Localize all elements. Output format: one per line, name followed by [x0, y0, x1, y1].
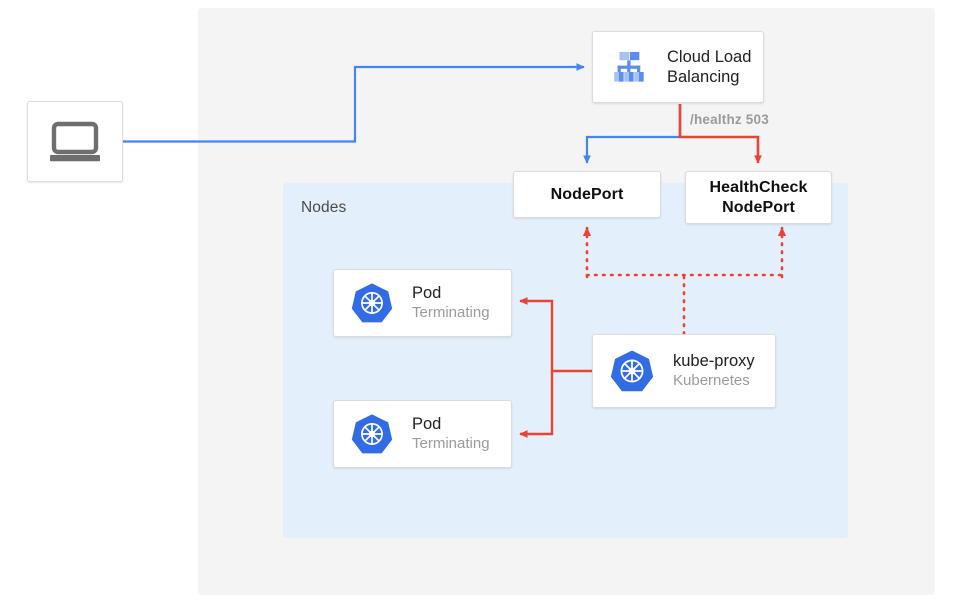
pod-terminating-1-sublabel: Terminating [412, 304, 490, 322]
client-laptop-box[interactable] [27, 101, 123, 182]
kube-proxy-sublabel: Kubernetes [673, 372, 750, 390]
pod-terminating-2-sublabel: Terminating [412, 435, 490, 453]
pod-terminating-1-box[interactable]: Pod Terminating [333, 269, 512, 337]
healthcheck-nodeport-label-line2: NodePort [722, 198, 795, 216]
kube-proxy-box[interactable]: kube-proxy Kubernetes [592, 334, 776, 408]
kubernetes-icon [350, 281, 394, 325]
pod-terminating-2-labels: Pod Terminating [412, 414, 490, 454]
pod-terminating-2-label: Pod [412, 415, 442, 434]
cloud-load-balancing-icon [609, 47, 649, 87]
laptop-icon [47, 120, 103, 164]
nodeport-label: NodePort [550, 185, 624, 203]
pod-terminating-1-labels: Pod Terminating [412, 283, 490, 323]
healthcheck-nodeport-labels: HealthCheck NodePort [709, 178, 807, 218]
kube-proxy-labels: kube-proxy Kubernetes [673, 351, 755, 391]
healthcheck-nodeport-label-line1: HealthCheck [709, 178, 808, 196]
cloud-load-balancing-labels: Cloud Load Balancing [667, 47, 751, 87]
kubernetes-icon [350, 412, 394, 456]
cloud-load-balancing-label-line2: Balancing [667, 68, 740, 86]
kubernetes-icon [609, 348, 655, 394]
nodeport-box[interactable]: NodePort [513, 171, 661, 218]
kube-proxy-label: kube-proxy [673, 352, 755, 371]
cloud-load-balancing-label-line1: Cloud Load [667, 47, 752, 66]
cloud-load-balancing-box[interactable]: Cloud Load Balancing [592, 31, 764, 103]
healthcheck-nodeport-box[interactable]: HealthCheck NodePort [685, 171, 832, 224]
healthz-edge-label: /healthz 503 [690, 112, 769, 127]
nodes-region-label: Nodes [301, 199, 347, 216]
pod-terminating-2-box[interactable]: Pod Terminating [333, 400, 512, 468]
pod-terminating-1-label: Pod [412, 284, 442, 303]
